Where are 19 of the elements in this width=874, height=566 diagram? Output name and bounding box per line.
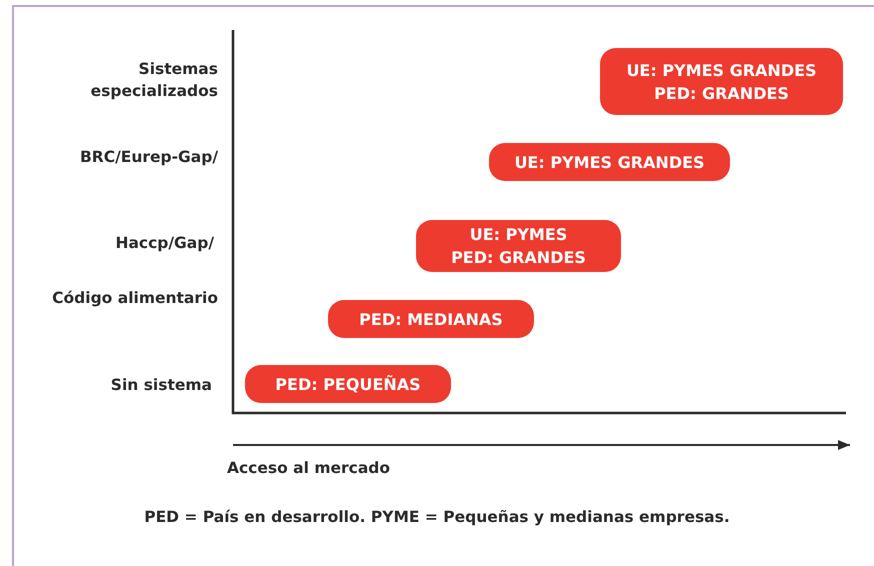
axis-label: BRC/Eurep-Gap/: [78, 147, 218, 168]
axis-label: Sistemas especializados: [90, 59, 218, 102]
category-box: [600, 48, 843, 115]
box-text: UE: PYMES: [470, 224, 568, 246]
box-text: PED: GRANDES: [654, 82, 789, 104]
axis-title: Acceso al mercado: [227, 458, 392, 479]
category-box: [245, 365, 451, 403]
axis-label: Haccp/Gap/: [114, 233, 214, 254]
category-box: [416, 220, 621, 272]
category-box: [489, 143, 730, 181]
box-text: PED: GRANDES: [451, 247, 586, 269]
axis-label: Sin sistema: [110, 375, 212, 396]
box-text: UE: PYMES GRANDES: [514, 152, 705, 174]
footnote: PED = País en desarrollo. PYME = Pequeñas y medianas empresas.: [144, 507, 730, 528]
box-text: PED: MEDIANAS: [359, 308, 503, 330]
box-text: UE: PYMES GRANDES: [626, 60, 817, 82]
axis-label: Código alimentario: [51, 288, 218, 309]
category-box: [328, 300, 534, 338]
box-text: PED: PEQUEÑAS: [275, 374, 421, 396]
